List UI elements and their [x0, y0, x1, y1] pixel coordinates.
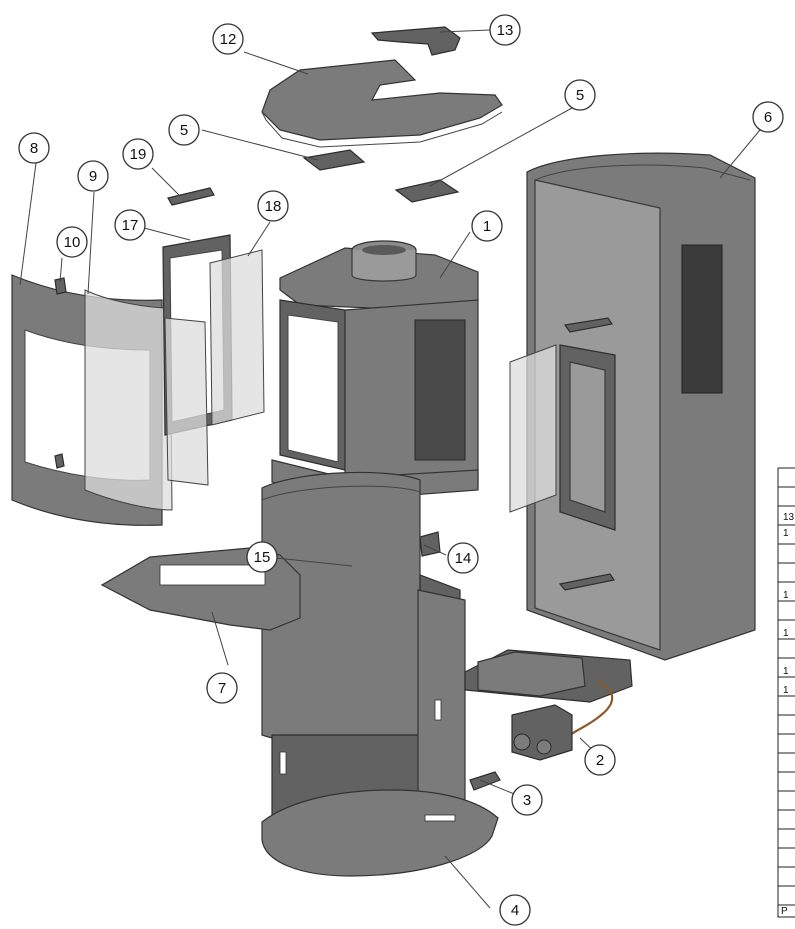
callout-circle	[752, 101, 784, 133]
callout-circle	[77, 160, 109, 192]
callout-number: 3	[523, 792, 531, 809]
part-rear-housing-frame-inner	[569, 361, 606, 513]
part-base-plate-slot	[424, 814, 456, 822]
callout-circle	[206, 672, 238, 704]
callout-circle	[18, 132, 50, 164]
callout-circle	[56, 226, 88, 258]
part-clip-lower	[54, 453, 65, 469]
part-rear-glass	[509, 344, 557, 513]
part-burner-box	[477, 651, 586, 697]
callout-circle	[168, 114, 200, 146]
part-rear-housing-top	[534, 164, 751, 181]
callout-number: 7	[218, 680, 226, 697]
callout-circle	[511, 784, 543, 816]
callout-circle	[114, 209, 146, 241]
part-chassis-slot-1	[279, 751, 287, 775]
callout-15: 15	[246, 541, 278, 573]
callout-2: 2	[584, 744, 616, 776]
part-flat-glass	[209, 249, 265, 426]
part-lower-chassis-side	[417, 589, 466, 826]
callout-14: 14	[447, 542, 479, 574]
part-curved-glass	[84, 289, 173, 511]
part-small-bracket	[419, 531, 441, 557]
callout-13: 13	[489, 14, 521, 46]
callout-10: 9	[77, 160, 109, 192]
callout-circle	[499, 894, 531, 926]
part-lower-shell-highlight	[261, 485, 421, 501]
callout-number: 5	[576, 87, 584, 104]
part-rear-rail	[558, 573, 615, 591]
callout-circle	[212, 23, 244, 55]
callout-number: 4	[511, 902, 519, 919]
callout-circle	[489, 14, 521, 46]
part-clip	[54, 277, 67, 295]
part-top-plate-edge	[261, 111, 503, 148]
callout-11: 10	[56, 226, 88, 258]
callout-6: 5	[168, 114, 200, 146]
callout-circle	[564, 79, 596, 111]
callout-number: 2	[596, 752, 604, 769]
callout-circle	[246, 541, 278, 573]
callout-number: 9	[89, 168, 97, 185]
callout-circle	[584, 744, 616, 776]
callout-16: 17	[114, 209, 146, 241]
part-burner-tube	[565, 681, 614, 739]
callout-7: 6	[752, 101, 784, 133]
callout-number: 14	[455, 550, 472, 567]
parts-table-cell: P	[781, 906, 788, 917]
part-flue-collar-opening	[362, 245, 406, 255]
parts-table-cell: 1	[783, 528, 789, 539]
part-firebox-side-window	[414, 319, 466, 461]
part-firebox-front-opening	[287, 314, 339, 463]
callout-circle	[471, 210, 503, 242]
part-rear-housing-window	[681, 244, 723, 394]
parts-table: 13 1 1 1 1 1 P	[777, 467, 795, 918]
callout-circle	[257, 190, 289, 222]
parts-table-cell: 13	[783, 512, 795, 523]
callout-9: 8	[18, 132, 50, 164]
callout-12: 12	[212, 23, 244, 55]
callout-circle	[122, 138, 154, 170]
callout-number: 12	[220, 31, 237, 48]
parts-table-cell: 1	[783, 685, 789, 696]
callout-number: 1	[483, 218, 491, 235]
callout-number: 17	[122, 217, 139, 234]
part-thin-bar	[167, 187, 215, 206]
callout-number: 6	[764, 109, 772, 126]
callout-number: 5	[180, 122, 188, 139]
part-rear-bracket	[563, 317, 614, 333]
callout-5: 5	[564, 79, 596, 111]
callout-circle	[447, 542, 479, 574]
callout-number: 15	[254, 549, 271, 566]
part-chassis-bracket	[469, 771, 501, 791]
callout-4: 4	[499, 894, 531, 926]
part-valve-knob-1	[513, 733, 531, 751]
callout-number: 8	[30, 140, 38, 157]
callout-8: 7	[206, 672, 238, 704]
callout-1: 1	[471, 210, 503, 242]
callout-number: 13	[497, 22, 514, 39]
part-chassis-slot-2	[434, 699, 442, 721]
part-hearth-plate-cutout	[159, 564, 266, 586]
part-base-plate	[261, 789, 499, 877]
callout-number: 18	[265, 198, 282, 215]
part-top-plate	[261, 59, 503, 141]
part-small-plate-left	[302, 149, 366, 171]
part-flue-collar-body	[351, 250, 417, 282]
part-door-glass-lower	[164, 317, 209, 486]
parts-table-cell: 1	[783, 628, 789, 639]
parts-table-cell: 1	[783, 590, 789, 601]
callout-number: 10	[64, 234, 81, 251]
callout-3: 3	[511, 784, 543, 816]
callout-number: 19	[130, 146, 147, 163]
callout-17: 18	[257, 190, 289, 222]
part-top-cover	[370, 26, 461, 56]
part-small-plate-right	[394, 179, 460, 203]
parts-table-cell: 1	[783, 666, 789, 677]
part-valve-knob-2	[536, 739, 552, 755]
callout-18: 19	[122, 138, 154, 170]
